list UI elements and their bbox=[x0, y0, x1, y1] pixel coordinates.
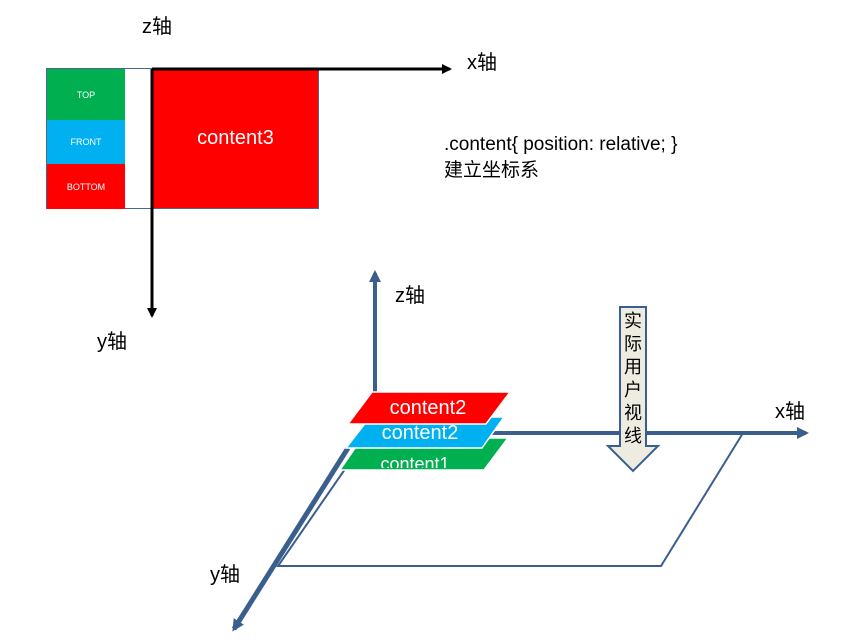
code-line: .content{ position: relative; } bbox=[444, 134, 678, 155]
view-arrow bbox=[605, 306, 661, 473]
content3-box: content3 bbox=[152, 68, 319, 209]
band-bottom: BOTTOM bbox=[47, 164, 125, 209]
code-note: .content{ position: relative; } 建立坐标系 bbox=[444, 132, 677, 184]
bottom-y-axis-label: y轴 bbox=[210, 564, 240, 586]
bottom-z-axis-label: z轴 bbox=[395, 285, 425, 307]
bottom-y-axis bbox=[231, 446, 351, 632]
view-arrow-label: 实际用户视线 bbox=[624, 311, 642, 446]
layer-stack: TOP FRONT BOTTOM bbox=[46, 68, 152, 209]
bottom-x-axis-label: x轴 bbox=[775, 401, 805, 423]
code-caption: 建立坐标系 bbox=[444, 160, 540, 181]
layer-content2-blue-label: content2 bbox=[381, 422, 459, 444]
top-x-axis-label: x轴 bbox=[467, 52, 497, 74]
layer-content2-red-label: content2 bbox=[389, 397, 467, 419]
band-top: TOP bbox=[47, 69, 125, 120]
top-z-axis-label: z轴 bbox=[142, 16, 172, 38]
top-y-axis-label: y轴 bbox=[97, 331, 127, 353]
content3-label: content3 bbox=[197, 127, 274, 149]
layer-content2-red bbox=[346, 391, 512, 425]
layer-content1-label: content1 bbox=[380, 455, 450, 468]
band-front: FRONT bbox=[47, 120, 125, 164]
